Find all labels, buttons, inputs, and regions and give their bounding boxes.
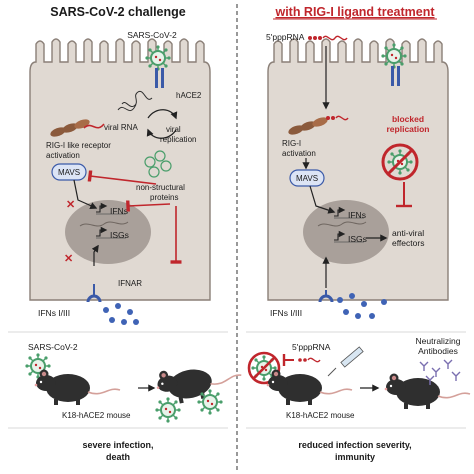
syringe-icon (327, 346, 364, 377)
left-replication-label-1: viral (166, 125, 181, 134)
right-isgs-label: ISGs (348, 234, 367, 244)
right-outcome-2: immunity (335, 452, 375, 462)
left-nsp-inhibit-mavs (87, 170, 157, 185)
right-rigi-label-1: RIG-I (282, 139, 301, 148)
right-mouse-label: K18-hACE2 mouse (286, 411, 355, 420)
left-nsp-label-1: non-structural (136, 183, 185, 192)
right-mavs-to-ifn-arrow (309, 185, 336, 214)
left-viral-rna-icon (117, 90, 153, 112)
left-panel-title: SARS-CoV-2 challenge (50, 5, 185, 19)
right-ligand-label: 5'pppRNA (266, 32, 305, 42)
left-ifnar-arrow (91, 244, 99, 266)
left-rigi-label-2: activation (46, 151, 80, 160)
left-virus-icon (144, 44, 172, 72)
left-nsp-inhibit-ifn (126, 200, 171, 212)
left-rigi-label-1: RIG-I like receptor (46, 141, 111, 150)
right-outcome-1: reduced infection severity, (298, 440, 411, 450)
right-mouse-ligand-label: 5'pppRNA (292, 342, 331, 352)
right-blocked-virus-mouse-icon (247, 351, 281, 385)
right-antibodies-label-2: Antibodies (418, 346, 458, 356)
left-receptor-label: hACE2 (176, 91, 202, 100)
left-viral-rna-label: viral RNA (104, 123, 138, 132)
left-nsp-label-2: proteins (150, 193, 178, 202)
right-rigi-icon (288, 115, 349, 135)
right-blocked-label-1: blocked (392, 114, 424, 124)
left-outcome-1: severe infection, (82, 440, 153, 450)
right-virus-icon (380, 42, 408, 70)
left-mavs-node (51, 163, 87, 181)
left-replication-label-2: replication (160, 135, 196, 144)
left-blocked-mark-1: ✕ (66, 199, 75, 211)
right-nucleus (303, 200, 389, 264)
right-ligand-icon (308, 35, 348, 41)
left-mavs-to-ifn-arrow (73, 179, 98, 209)
right-blocked-label-2: replication (387, 124, 430, 134)
left-replication-arrow (147, 109, 178, 120)
right-antibodies-label-1: Neutralizing (416, 336, 461, 346)
left-nucleus (65, 200, 151, 264)
left-isgs-label: ISGs (110, 230, 129, 240)
left-mavs-label: MAVS (58, 168, 80, 177)
right-treated-mouse (265, 368, 353, 406)
right-effectors-label-2: effectors (392, 238, 424, 248)
right-mouse-ligand-icon (298, 357, 321, 363)
left-ifn-dots (103, 303, 139, 325)
left-ifnar-label: IFNAR (118, 279, 142, 288)
left-ifn-ligand-label: IFNs I/III (38, 308, 70, 318)
right-ifn-dots (337, 293, 387, 319)
right-mavs-node (289, 169, 325, 187)
left-mouse-label: K18-hACE2 mouse (62, 411, 131, 420)
right-mavs-label: MAVS (296, 174, 318, 183)
left-rigi-icon (50, 119, 105, 137)
right-panel-title: with RIG-I ligand treatment (274, 5, 435, 19)
right-rigi-label-2: activation (282, 149, 316, 158)
left-ifns-label: IFNs (110, 206, 128, 216)
left-nsp-icon (144, 150, 172, 178)
right-protected-mouse (383, 372, 471, 410)
right-effectors-label-1: anti-viral (392, 228, 424, 238)
right-ifns-label: IFNs (348, 210, 366, 220)
left-virus-label: SARS-CoV-2 (127, 30, 177, 40)
left-replication-arrow-2 (146, 128, 177, 139)
left-virus-icon-2 (154, 396, 182, 424)
right-receptor-icon (391, 66, 400, 86)
right-blocked-virus-icon (381, 143, 419, 181)
left-outcome-2: death (106, 452, 130, 462)
left-blocked-mark-2: ✕ (64, 253, 73, 265)
antibody-icons (419, 359, 461, 385)
left-receptor-icon (155, 68, 164, 88)
left-virus-icon-3 (196, 388, 224, 416)
left-mouse-virus-label: SARS-CoV-2 (28, 342, 78, 352)
left-healthy-mouse (33, 368, 121, 406)
right-ifn-ligand-label: IFNs I/III (270, 308, 302, 318)
